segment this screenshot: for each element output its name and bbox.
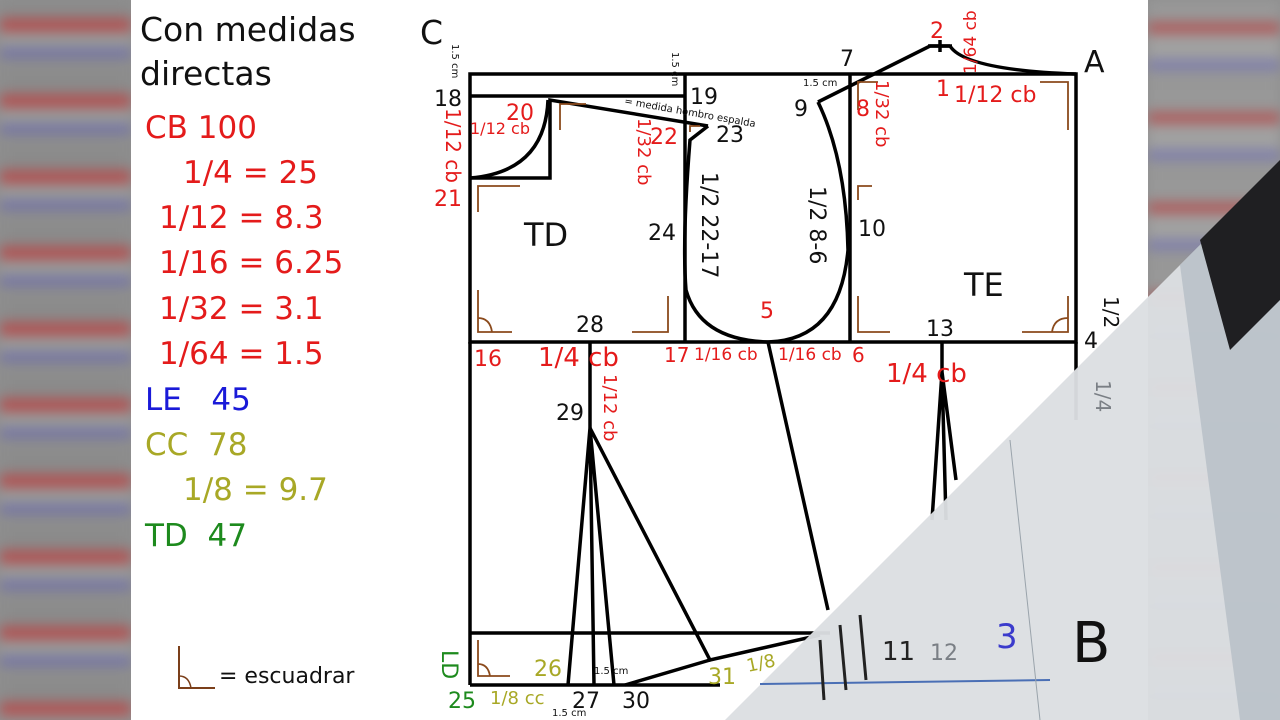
point-8: 8 bbox=[856, 97, 870, 122]
pattern-outline bbox=[468, 40, 1078, 687]
point-7: 7 bbox=[840, 47, 854, 72]
label-half-22-17: 1/2 22-17 bbox=[696, 172, 721, 278]
legend-escuadrar-label: = escuadrar bbox=[219, 664, 355, 689]
point-3: 3 bbox=[996, 617, 1018, 657]
legend-title-line1: Con medidas bbox=[140, 10, 356, 49]
legend-sixteenth: 1/16 = 6.25 bbox=[159, 245, 344, 281]
point-17: 17 bbox=[664, 343, 689, 367]
legend-title-line2: directas bbox=[140, 54, 272, 93]
point-5: 5 bbox=[760, 299, 774, 324]
point-24: 24 bbox=[648, 221, 676, 246]
legend-cc: CC 78 bbox=[145, 427, 248, 463]
label-C: C bbox=[420, 13, 443, 52]
blurred-background-left bbox=[0, 0, 131, 720]
legend-sixty-fourth: 1/64 = 1.5 bbox=[159, 336, 324, 372]
label-1-5cm-front: 1.5 cm bbox=[803, 78, 837, 89]
point-12: 12 bbox=[930, 641, 958, 666]
label-A: A bbox=[1084, 45, 1105, 80]
point-28: 28 bbox=[576, 313, 604, 338]
label-B: B bbox=[1072, 611, 1110, 676]
label-TD: TD bbox=[523, 216, 568, 254]
point-21: 21 bbox=[434, 187, 462, 212]
label-LD: LD bbox=[436, 650, 461, 679]
label-1-5cm-left: 1.5 cm bbox=[449, 44, 460, 78]
label-1-5cm-top: 1.5 cm bbox=[669, 52, 680, 86]
label-sixty-fourth-cb: 1/64 cb bbox=[961, 10, 981, 74]
legend-twelfth: 1/12 = 8.3 bbox=[159, 200, 324, 236]
point-9: 9 bbox=[794, 97, 808, 122]
label-1-5cm-hem: 1.5 cm bbox=[552, 708, 586, 719]
point-10: 10 bbox=[858, 217, 886, 242]
square-corner-icon bbox=[178, 646, 215, 689]
legend-le: LE 45 bbox=[145, 382, 251, 418]
point-23: 23 bbox=[716, 123, 744, 148]
point-25: 25 bbox=[448, 689, 476, 714]
legend-thirty-second: 1/32 = 3.1 bbox=[159, 291, 324, 327]
ruler-overlay: B 3 11 12 1/4 bbox=[725, 160, 1280, 720]
label-TE: TE bbox=[963, 266, 1004, 304]
label-eighth-cc: 1/8 cc bbox=[490, 688, 544, 709]
point-2: 2 bbox=[930, 19, 944, 44]
legend-cb: CB 100 bbox=[145, 110, 257, 146]
point-16: 16 bbox=[474, 347, 502, 372]
square-corner-marks bbox=[477, 81, 1069, 677]
label-quarter-cb-back: 1/4 cb bbox=[538, 343, 619, 373]
point-31: 31 bbox=[708, 665, 736, 690]
point-6: 6 bbox=[852, 343, 865, 367]
point-26: 26 bbox=[534, 657, 562, 682]
label-half-side: 1/2 bbox=[1099, 296, 1123, 328]
legend-td: TD 47 bbox=[145, 518, 247, 554]
point-11: 11 bbox=[882, 637, 915, 667]
label-twelfth-cb-dart: 1/12 cb bbox=[599, 374, 620, 441]
point-22: 22 bbox=[650, 125, 678, 150]
label-thirty-second-back: 1/32 cb bbox=[633, 118, 654, 185]
point-30: 30 bbox=[622, 689, 650, 714]
point-13: 13 bbox=[926, 317, 954, 342]
label-sixteenth-cb-back: 1/16 cb bbox=[694, 345, 758, 365]
point-20: 20 bbox=[506, 101, 534, 126]
label-twelfth-cb-back: 1/12 cb bbox=[470, 119, 530, 138]
point-4: 4 bbox=[1084, 329, 1098, 354]
point-29: 29 bbox=[556, 401, 584, 426]
point-1: 1 bbox=[936, 77, 950, 102]
point-27: 27 bbox=[572, 689, 600, 714]
label-quarter-cb-front: 1/4 cb bbox=[886, 359, 967, 389]
legend-quarter: 1/4 = 25 bbox=[183, 155, 319, 191]
label-half-8-6: 1/2 8-6 bbox=[804, 186, 829, 264]
point-18: 18 bbox=[434, 87, 462, 112]
legend-eighth: 1/8 = 9.7 bbox=[183, 472, 328, 508]
label-twelfth-cb-side: 1/12 cb bbox=[441, 108, 465, 183]
point-19: 19 bbox=[690, 85, 718, 110]
label-1-5cm-dart: 1.5 cm bbox=[594, 666, 628, 677]
label-quarter-side: 1/4 bbox=[1091, 380, 1115, 412]
measurements-legend: Con medidas directas CB 100 1/4 = 25 1/1… bbox=[131, 0, 421, 720]
label-thirty-second-front: 1/32 cb bbox=[871, 80, 892, 147]
label-sixteenth-cb-front: 1/16 cb bbox=[778, 345, 842, 365]
label-twelfth-cb-front: 1/12 cb bbox=[954, 83, 1036, 108]
